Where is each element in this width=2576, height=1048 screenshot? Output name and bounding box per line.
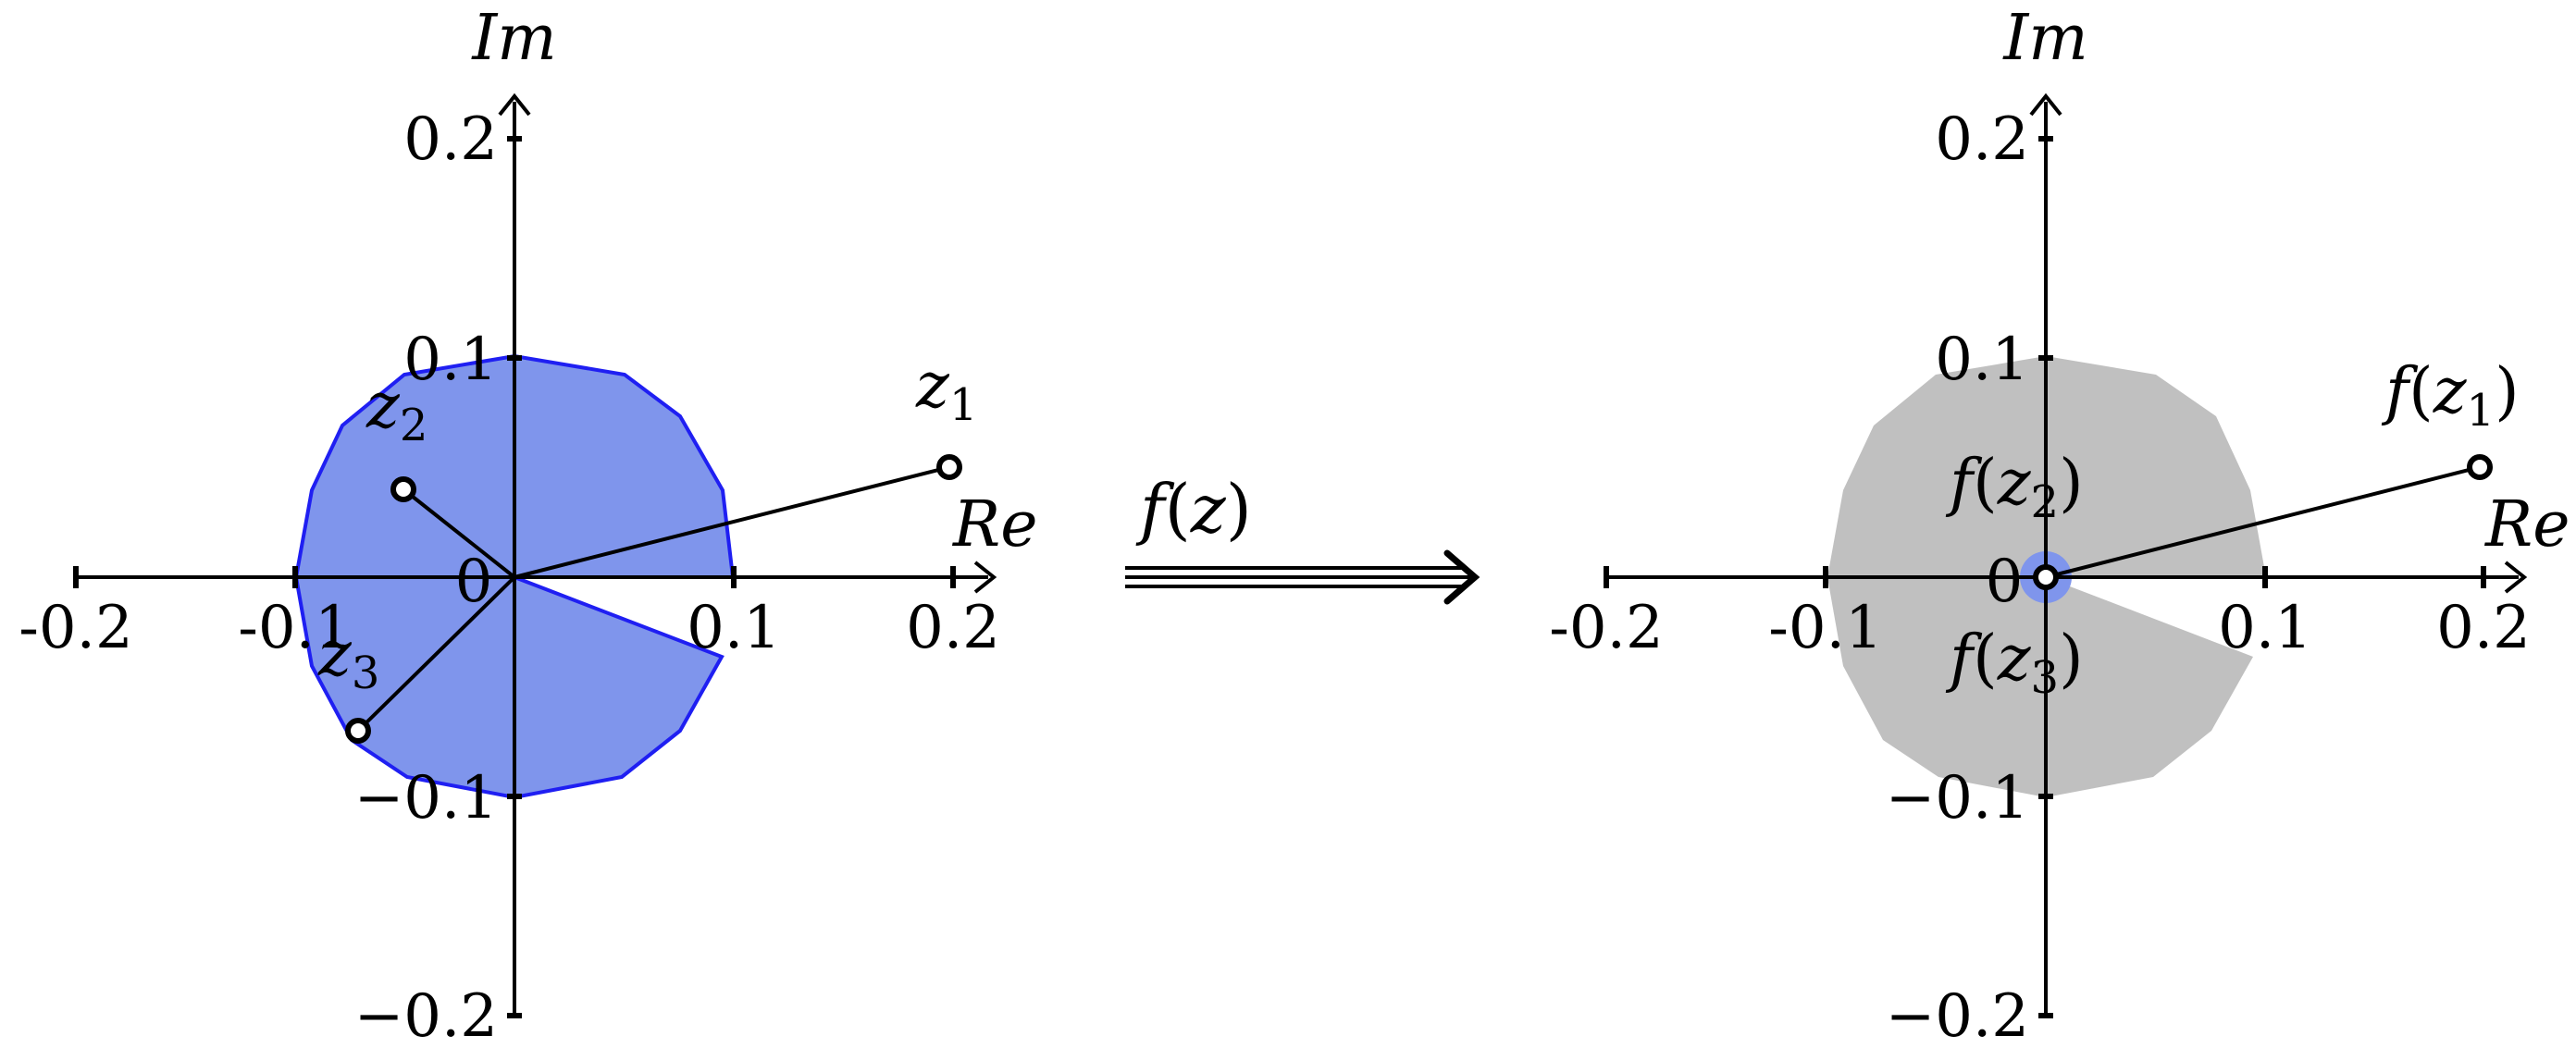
label-z1: z1 <box>915 350 977 431</box>
right-y-tick-label: −0.1 <box>1886 764 2029 832</box>
left-x-tick-label: -0.1 <box>238 594 352 662</box>
point-z2 <box>390 476 416 502</box>
left-x-axis-label: Re <box>951 488 1037 561</box>
left-y-tick-label: 0.1 <box>403 326 498 394</box>
right-y-tick-label: −0.2 <box>1886 982 2029 1048</box>
mapping-label: f(z) <box>1135 470 1252 548</box>
label-f-z1: f(z1) <box>2381 355 2520 437</box>
right-y-axis-arrowhead <box>2029 92 2062 117</box>
label-z2: z2 <box>365 370 427 451</box>
point-f-z2-z3 <box>2033 564 2059 590</box>
right-plot: -0.2 -0.1 0.1 0.2 0 0.2 0.1 −0.1 −0.2 Im… <box>1549 2 2570 1048</box>
label-z3: z3 <box>317 618 379 699</box>
right-x-tick-label: 0.1 <box>2218 594 2312 662</box>
label-f-z2: f(z2) <box>1945 447 2084 528</box>
left-y-axis-arrowhead <box>498 92 531 117</box>
left-x-tick-label: 0.1 <box>687 594 781 662</box>
point-f-z1 <box>2467 454 2493 480</box>
vector-f-z1 <box>2045 465 2481 579</box>
left-x-tick-label: 0.2 <box>906 594 1000 662</box>
right-x-tick-label: -0.1 <box>1768 594 1882 662</box>
right-y-axis-label: Im <box>2001 2 2087 75</box>
right-origin-label: 0 <box>1986 548 2024 616</box>
right-y-tick-label: 0.1 <box>1935 326 2029 394</box>
left-plot: -0.2 -0.1 0 0.1 0.2 0.2 0.1 −0.1 −0.2 Im… <box>19 2 1037 1048</box>
left-y-tick-label: −0.1 <box>354 764 498 832</box>
vector-z3 <box>356 575 516 733</box>
vector-z2 <box>402 487 516 579</box>
right-x-axis-arrowhead <box>2504 561 2528 594</box>
point-z1 <box>936 454 962 480</box>
right-x-tick-label: 0.2 <box>2436 594 2531 662</box>
vector-z1 <box>514 465 950 579</box>
left-y-tick-label: −0.2 <box>354 982 498 1048</box>
right-y-tick-label: 0.2 <box>1935 105 2029 174</box>
double-arrow-right-icon <box>1125 549 1480 605</box>
mapping: f(z) <box>1125 470 1480 605</box>
left-y-axis-label: Im <box>470 2 556 75</box>
left-x-axis-arrowhead <box>973 561 997 594</box>
left-y-tick-label: 0.2 <box>403 105 498 174</box>
point-z3 <box>345 718 371 744</box>
right-x-tick-label: -0.2 <box>1549 594 1663 662</box>
left-x-tick-label: -0.2 <box>19 594 132 662</box>
label-f-z3: f(z3) <box>1945 623 2084 704</box>
right-x-axis-label: Re <box>2483 488 2570 561</box>
